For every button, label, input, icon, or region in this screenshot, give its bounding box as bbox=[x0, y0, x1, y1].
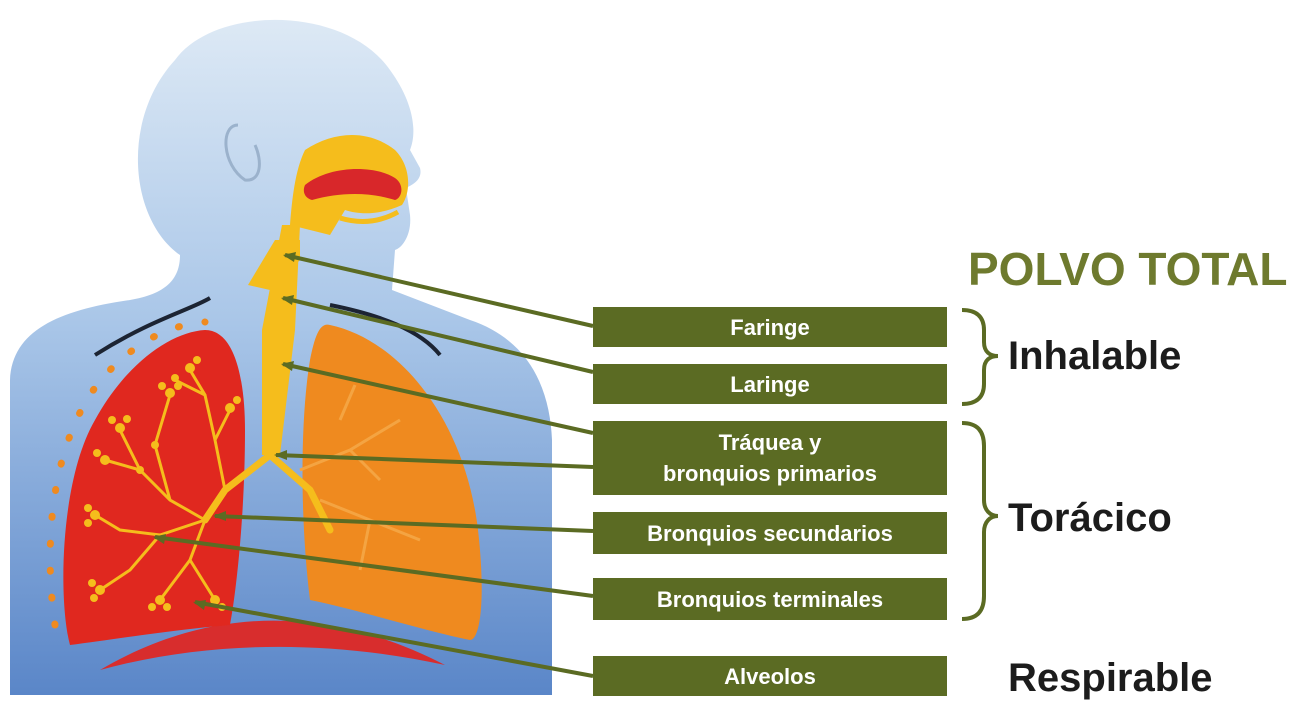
label-bronquios-terminales: Bronquios terminales bbox=[657, 587, 883, 612]
box-bronquios-terminales: Bronquios terminales bbox=[593, 578, 947, 620]
label-traquea-line2: bronquios primarios bbox=[663, 461, 877, 486]
label-alveolos: Alveolos bbox=[724, 664, 816, 689]
box-traquea: Tráquea y bronquios primarios bbox=[593, 421, 947, 495]
box-alveolos: Alveolos bbox=[593, 656, 947, 696]
region-boxes: Faringe Laringe Tráquea y bronquios prim… bbox=[593, 307, 947, 696]
brace-inhalable bbox=[962, 310, 998, 404]
box-faringe: Faringe bbox=[593, 307, 947, 347]
diagram-title: POLVO TOTAL bbox=[968, 243, 1287, 295]
label-bronquios-secundarios: Bronquios secundarios bbox=[647, 521, 893, 546]
label-faringe: Faringe bbox=[730, 315, 809, 340]
brace-toracico bbox=[962, 423, 998, 619]
category-inhalable: Inhalable bbox=[1008, 334, 1181, 378]
box-laringe: Laringe bbox=[593, 364, 947, 404]
box-bronquios-secundarios: Bronquios secundarios bbox=[593, 512, 947, 554]
label-laringe: Laringe bbox=[730, 372, 809, 397]
category-toracico: Torácico bbox=[1008, 496, 1172, 540]
label-traquea-line1: Tráquea y bbox=[719, 430, 822, 455]
category-respirable: Respirable bbox=[1008, 656, 1213, 700]
